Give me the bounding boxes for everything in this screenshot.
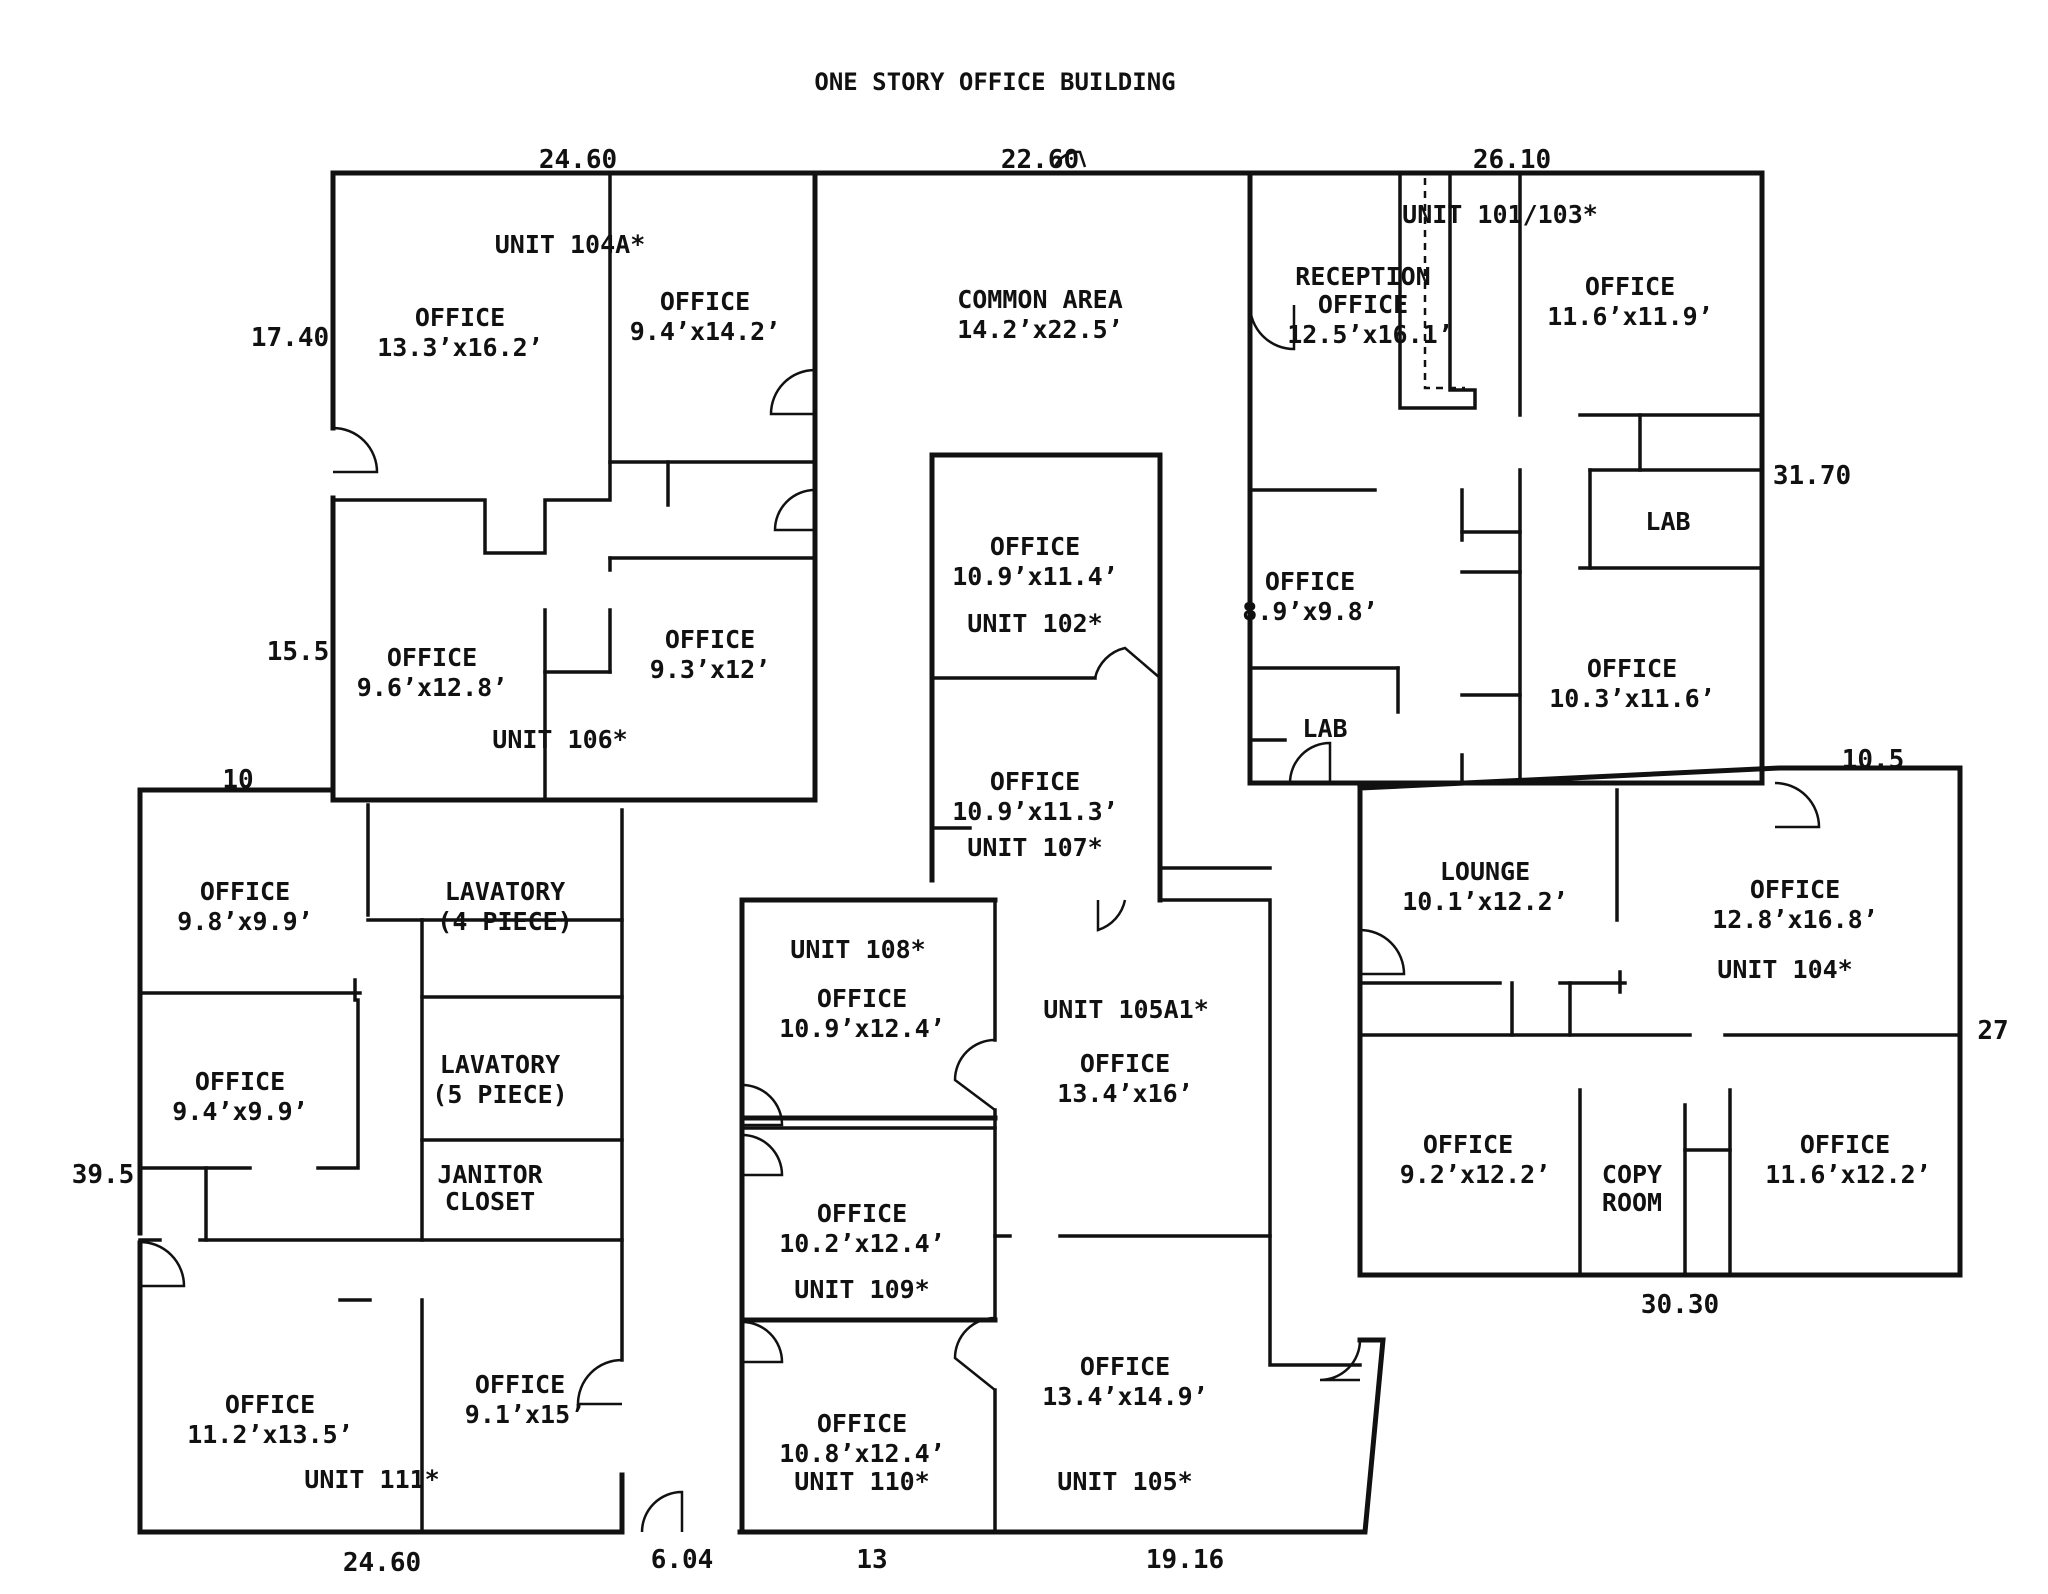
- unit-104-label: UNIT 104*: [1717, 955, 1852, 984]
- copy-room-sub: ROOM: [1602, 1188, 1662, 1217]
- lounge-label: LOUNGE: [1440, 857, 1530, 886]
- office-13-4b-size: 13.4’x14.9’: [1042, 1382, 1208, 1411]
- dim-right-upper: 31.70: [1773, 461, 1851, 491]
- office-13-3-label: OFFICE: [415, 303, 505, 332]
- dim-bottom-right: 19.16: [1146, 1545, 1224, 1575]
- page-title: ONE STORY OFFICE BUILDING: [814, 68, 1175, 96]
- office-13-4b-label: OFFICE: [1080, 1352, 1170, 1381]
- office-unit-108-size: 10.9’x12.4’: [779, 1014, 945, 1043]
- office-unit-102-size: 10.9’x11.4’: [952, 562, 1118, 591]
- unit-106-label: UNIT 106*: [492, 725, 627, 754]
- dim-left-mid: 15.5: [267, 637, 330, 667]
- office-9-8-label: OFFICE: [200, 877, 290, 906]
- office-10-3-label: OFFICE: [1587, 654, 1677, 683]
- office-13-4a-label: OFFICE: [1080, 1049, 1170, 1078]
- dim-left-wing-top: 10: [222, 765, 253, 795]
- office-8-9-size: 8.9’x9.8’: [1242, 597, 1377, 626]
- office-9-6-label: OFFICE: [387, 643, 477, 672]
- office-9-4a-label: OFFICE: [660, 287, 750, 316]
- janitor-closet-label: JANITOR: [437, 1160, 543, 1189]
- office-11-6a-size: 11.6’x11.9’: [1547, 302, 1713, 331]
- office-unit-110-label: OFFICE: [817, 1409, 907, 1438]
- dim-right-wing-bottom: 30.30: [1641, 1290, 1719, 1320]
- office-9-3-size: 9.3’x12’: [650, 655, 770, 684]
- office-unit-102-label: OFFICE: [990, 532, 1080, 561]
- unit-108-label: UNIT 108*: [790, 935, 925, 964]
- office-9-3-label: OFFICE: [665, 625, 755, 654]
- reception-size: 12.5’x16.1’: [1287, 320, 1453, 349]
- dim-top-left: 24.60: [539, 145, 617, 175]
- room-labels: UNIT 104A* OFFICE 13.3’x16.2’ OFFICE 9.4…: [172, 200, 1931, 1496]
- dimensions: 24.60 22.60 26.10 17.40 15.5 10 39.5 31.…: [72, 145, 2009, 1578]
- interior-walls: [138, 171, 1962, 1535]
- office-13-3-size: 13.3’x16.2’: [377, 333, 543, 362]
- lab-1-label: LAB: [1645, 507, 1690, 536]
- unit-101-103-label: UNIT 101/103*: [1402, 200, 1598, 229]
- exterior-walls: [137, 170, 1963, 1535]
- unit-109-label: UNIT 109*: [794, 1275, 929, 1304]
- dim-bottom-corridor: 6.04: [651, 1545, 714, 1575]
- janitor-closet-sub: CLOSET: [445, 1187, 535, 1216]
- office-8-9-label: OFFICE: [1265, 567, 1355, 596]
- office-12-8-label: OFFICE: [1750, 875, 1840, 904]
- unit-111-label: UNIT 111*: [304, 1465, 439, 1494]
- dim-left-lower: 39.5: [72, 1160, 135, 1190]
- office-9-4b-size: 9.4’x9.9’: [172, 1097, 307, 1126]
- office-9-1-label: OFFICE: [475, 1370, 565, 1399]
- office-11-6b-label: OFFICE: [1800, 1130, 1890, 1159]
- office-unit-107-size: 10.9’x11.3’: [952, 797, 1118, 826]
- office-unit-109-size: 10.2’x12.4’: [779, 1229, 945, 1258]
- office-11-6a-label: OFFICE: [1585, 272, 1675, 301]
- office-unit-107-label: OFFICE: [990, 767, 1080, 796]
- office-9-6-size: 9.6’x12.8’: [357, 673, 508, 702]
- unit-104a-label: UNIT 104A*: [495, 230, 646, 259]
- common-area-size: 14.2’x22.5’: [957, 315, 1123, 344]
- office-11-2-size: 11.2’x13.5’: [187, 1420, 353, 1449]
- office-unit-110-size: 10.8’x12.4’: [779, 1439, 945, 1468]
- office-9-1-size: 9.1’x15’: [465, 1400, 585, 1429]
- dim-top-mid: 22.60: [1001, 145, 1079, 175]
- dim-left-upper: 17.40: [251, 323, 329, 353]
- lavatory-4-label: LAVATORY: [445, 877, 565, 906]
- office-11-2-label: OFFICE: [225, 1390, 315, 1419]
- office-10-3-size: 10.3’x11.6’: [1549, 684, 1715, 713]
- office-unit-109-label: OFFICE: [817, 1199, 907, 1228]
- reception-label: RECEPTION: [1295, 262, 1430, 291]
- office-12-8-size: 12.8’x16.8’: [1712, 905, 1878, 934]
- dim-right-wing-top: 10.5: [1842, 745, 1905, 775]
- lavatory-5-label: LAVATORY: [440, 1050, 560, 1079]
- copy-room-label: COPY: [1602, 1160, 1662, 1189]
- dim-top-right: 26.10: [1473, 145, 1551, 175]
- lavatory-5-sub: (5 PIECE): [432, 1080, 567, 1109]
- unit-105-label: UNIT 105*: [1057, 1467, 1192, 1496]
- unit-105a1-label: UNIT 105A1*: [1043, 995, 1209, 1024]
- office-13-4a-size: 13.4’x16’: [1057, 1079, 1192, 1108]
- unit-107-label: UNIT 107*: [967, 833, 1102, 862]
- office-9-4a-size: 9.4’x14.2’: [630, 317, 781, 346]
- dim-bottom-mid: 13: [856, 1545, 887, 1575]
- lavatory-4-sub: (4 PIECE): [437, 907, 572, 936]
- office-9-2-label: OFFICE: [1423, 1130, 1513, 1159]
- office-9-4b-label: OFFICE: [195, 1067, 285, 1096]
- dim-bottom-left: 24.60: [343, 1548, 421, 1578]
- reception-office-label: OFFICE: [1318, 290, 1408, 319]
- office-11-6b-size: 11.6’x12.2’: [1765, 1160, 1931, 1189]
- office-9-2-size: 9.2’x12.2’: [1400, 1160, 1551, 1189]
- unit-102-label: UNIT 102*: [967, 609, 1102, 638]
- dim-right-lower: 27: [1977, 1016, 2008, 1046]
- lab-2-label: LAB: [1302, 714, 1347, 743]
- common-area-label: COMMON AREA: [957, 285, 1123, 314]
- unit-110-label: UNIT 110*: [794, 1467, 929, 1496]
- lounge-size: 10.1’x12.2’: [1402, 887, 1568, 916]
- office-9-8-size: 9.8’x9.9’: [177, 907, 312, 936]
- office-unit-108-label: OFFICE: [817, 984, 907, 1013]
- doors: [139, 150, 1821, 1533]
